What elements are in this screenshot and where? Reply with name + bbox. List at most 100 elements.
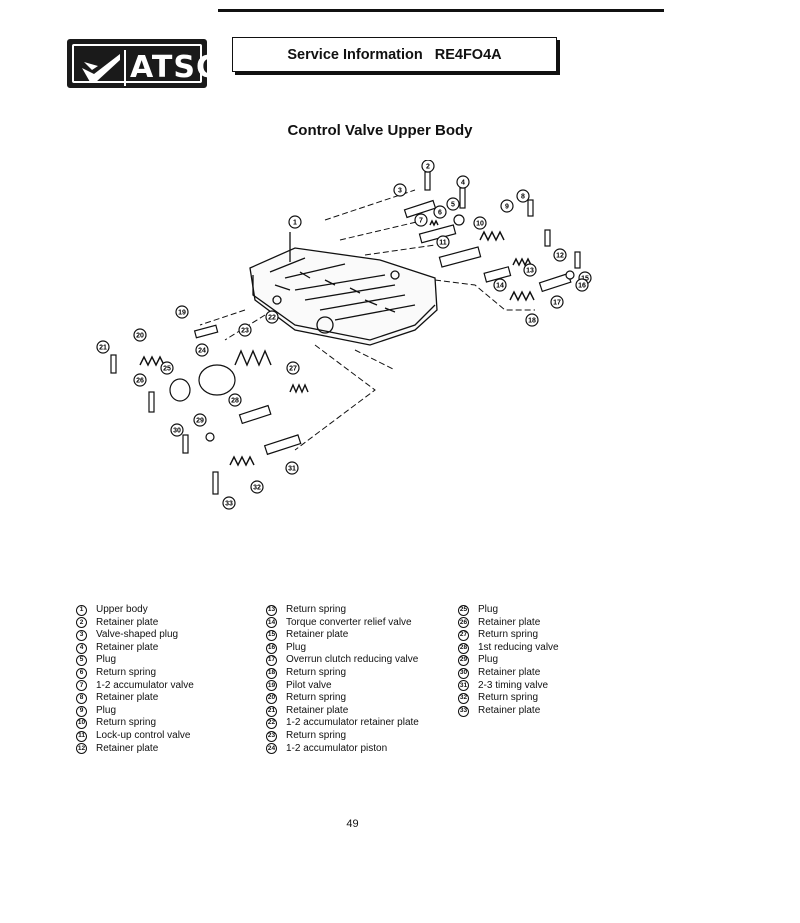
part-8-plate [527,199,534,217]
callout-label-21: 21 [99,345,107,352]
legend-label: Return spring [286,666,347,678]
legend-number-badge: 1 [76,604,87,616]
callout-label-30: 30 [173,428,181,435]
legend-label: Plug [286,641,307,653]
legend-label: Retainer plate [286,629,349,641]
legend-number-badge: 13 [266,604,277,616]
callout-circle-25 [160,361,174,375]
part-11-valve [438,246,482,268]
legend-number-badge: 6 [76,667,87,679]
callout-label-14: 14 [496,283,504,290]
callout-circle-7 [414,213,428,227]
part-15-plate [574,251,581,269]
legend-label: Return spring [478,692,539,704]
callout-circle-21 [96,340,110,354]
part-29-plug [205,432,215,442]
part-18-spring [509,290,535,302]
legend-label: Return spring [286,729,347,741]
part-32-spring [229,455,255,467]
legend-number-badge: 14 [266,617,277,629]
legend-number-badge: 3 [76,629,87,641]
callout-label-2: 2 [426,164,430,171]
legend-number-badge: 29 [458,655,469,667]
part-3-plug [403,199,437,219]
callout-label-18: 18 [528,318,536,325]
part-2-plate [424,171,431,191]
callout-circle-26 [133,373,147,387]
callout-label-10: 10 [476,221,484,228]
callout-label-6: 6 [438,210,442,217]
legend-label: 1-2 accumulator piston [286,742,388,754]
legend-number-badge: 11 [76,730,87,742]
callout-label-32: 32 [253,485,261,492]
callout-label-23: 23 [241,328,249,335]
legend-label: Upper body [96,604,148,615]
callout-circle-28 [228,393,242,407]
legend-number-badge: 19 [266,680,277,692]
legend-number-badge: 28 [458,642,469,654]
callout-circle-13 [523,263,537,277]
callout-label-25: 25 [163,366,171,373]
legend-item: 11 Lock-up control valve [76,730,194,743]
callout-label-3: 3 [398,188,402,195]
legend-label: Lock-up control valve [96,729,191,741]
legend-label: Retainer plate [478,704,541,716]
callout-circle-6 [433,205,447,219]
legend-number-badge: 15 [266,629,277,641]
part-10-spring [479,230,505,242]
part-19-valve [193,324,219,339]
callout-label-1: 1 [293,220,297,227]
legend-number-badge: 22 [266,718,277,730]
legend-label: Plug [478,604,499,615]
legend-number-badge: 25 [458,604,469,616]
callout-label-13: 13 [526,268,534,275]
callout-label-11: 11 [439,240,447,247]
part-28-valve [238,404,272,425]
legend-number-badge: 21 [266,705,277,717]
legend-number-badge: 4 [76,642,87,654]
legend-number-badge: 27 [458,629,469,641]
page-number: 49 [346,818,359,830]
legend-number-badge: 31 [458,680,469,692]
callout-circle-10 [473,216,487,230]
callout-circle-1 [288,215,302,229]
part-6-spring [429,219,439,227]
callout-label-31: 31 [288,466,296,473]
callout-label-15: 15 [581,276,589,283]
callout-circle-5 [446,197,460,211]
legend-label: Return spring [286,604,347,615]
callout-circle-19 [175,305,189,319]
callout-circle-8 [516,189,530,203]
part-33-plate [212,471,219,495]
legend-label: Return spring [96,717,157,729]
legend-label: Retainer plate [286,704,349,716]
callout-label-16: 16 [578,283,586,290]
callout-circle-18 [525,313,539,327]
part-5-plug [453,214,465,226]
callout-label-24: 24 [198,348,206,355]
callout-label-27: 27 [289,366,297,373]
part-13-spring [512,257,532,267]
part-20-spring [139,355,165,367]
callout-circle-32 [250,480,264,494]
legend-label: Retainer plate [478,666,541,678]
callout-circle-11 [436,235,450,249]
